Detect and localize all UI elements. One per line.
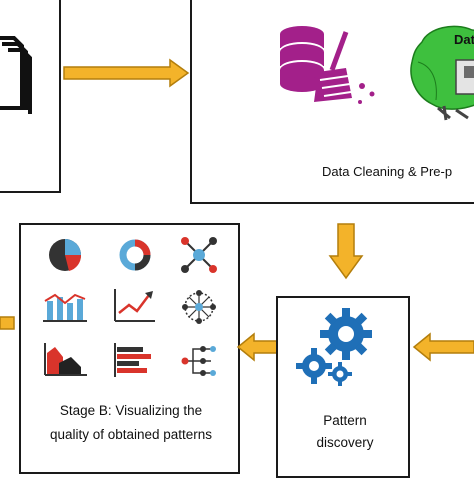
source-box xyxy=(0,0,61,193)
area-chart-icon xyxy=(44,343,87,376)
database-label: Dat xyxy=(454,32,474,47)
donut-chart-icon xyxy=(119,239,151,271)
arrow-source-to-cleaning xyxy=(63,58,190,88)
stage-b-label: Stage B: Visualizing the quality of obta… xyxy=(49,403,213,442)
database-broom-icon xyxy=(280,26,375,104)
pattern-discovery-label: Pattern discovery xyxy=(316,413,374,450)
stage-b-box: Stage B: Visualizing the quality of obta… xyxy=(19,223,240,474)
network-node-icon xyxy=(181,237,217,273)
pie-chart-icon xyxy=(49,239,82,271)
arrow-cleaning-to-discovery xyxy=(328,223,364,280)
documents-icon xyxy=(0,36,32,114)
data-cleaning-box: Dat Data Cleaning & Pre-p xyxy=(190,0,474,204)
arrow-outgoing-left xyxy=(0,316,15,330)
horizontal-bar-chart-icon xyxy=(114,343,151,377)
arrow-incoming-right xyxy=(412,332,474,362)
arrow-discovery-to-stage-b xyxy=(236,332,279,362)
globe-network-icon xyxy=(182,290,216,324)
pattern-discovery-box: Pattern discovery xyxy=(276,296,410,478)
gears-icon xyxy=(296,308,372,386)
tree-diagram-icon xyxy=(181,346,216,376)
trend-line-icon xyxy=(114,289,155,322)
data-cleaning-label: Data Cleaning & Pre-p xyxy=(322,164,453,179)
bar-line-chart-icon xyxy=(43,293,87,322)
database-cloud-icon: Dat xyxy=(410,25,474,121)
